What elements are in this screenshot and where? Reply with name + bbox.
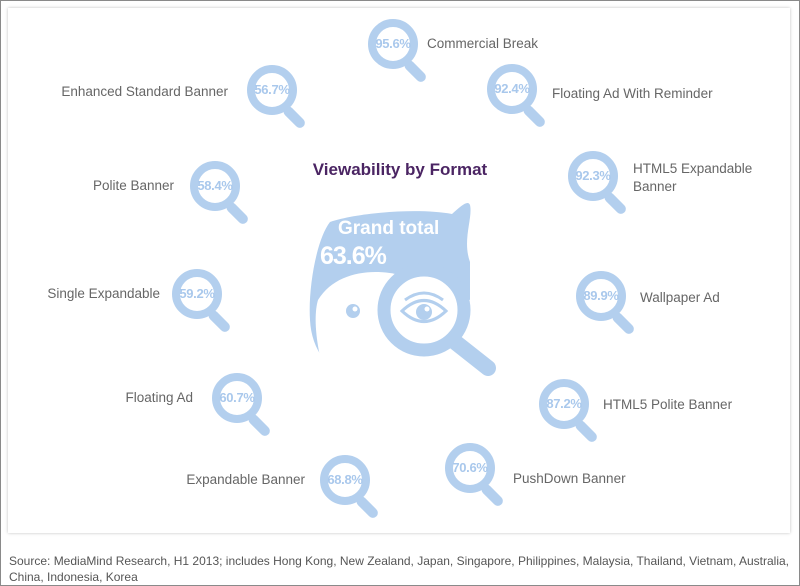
grand-total-label: Grand total: [338, 218, 440, 239]
magnifier-icon: [368, 19, 418, 69]
format-value: 89.9%: [583, 288, 619, 303]
format-value: 58.4%: [197, 178, 233, 193]
magnifier-icon: [445, 443, 495, 493]
format-value: 60.7%: [219, 390, 255, 405]
format-label: HTML5 Expandable Banner: [633, 161, 753, 194]
mascot-eye-icon: [346, 304, 360, 318]
chart-title: Viewability by Format: [312, 160, 488, 179]
format-label: Enhanced Standard Banner: [61, 84, 228, 99]
format-label: Floating Ad With Reminder: [552, 86, 713, 101]
source-note: Source: MediaMind Research, H1 2013; inc…: [9, 554, 790, 584]
format-label: Polite Banner: [92, 178, 174, 193]
magnifier-icon: [576, 271, 626, 321]
format-label: HTML5 Polite Banner: [603, 397, 733, 412]
magnifier-icon: [539, 379, 589, 429]
eye-icon: [399, 299, 449, 323]
magnifier-icon: [172, 269, 222, 319]
format-value: 59.2%: [179, 286, 215, 301]
grand-total-value: 63.6%: [320, 242, 387, 270]
format-label: Wallpaper Ad: [640, 290, 720, 305]
format-label: Floating Ad: [125, 390, 193, 405]
format-label: Single Expandable: [47, 286, 160, 301]
format-label: Expandable Banner: [186, 472, 305, 487]
format-label: PushDown Banner: [513, 471, 626, 486]
format-value: 68.8%: [327, 472, 363, 487]
magnifier-icon: [568, 151, 618, 201]
format-value: 95.6%: [375, 36, 411, 51]
magnifier-icon: [247, 65, 297, 115]
format-value: 56.7%: [254, 82, 290, 97]
format-value: 87.2%: [546, 396, 582, 411]
format-value: 92.4%: [494, 81, 530, 96]
format-value: 70.6%: [452, 460, 488, 475]
magnifier-icon: [487, 64, 537, 114]
format-label: Commercial Break: [427, 36, 539, 51]
format-value: 92.3%: [575, 168, 611, 183]
magnifier-icon: [212, 373, 262, 423]
magnifier-icon: [320, 455, 370, 505]
magnifier-icon: [190, 161, 240, 211]
